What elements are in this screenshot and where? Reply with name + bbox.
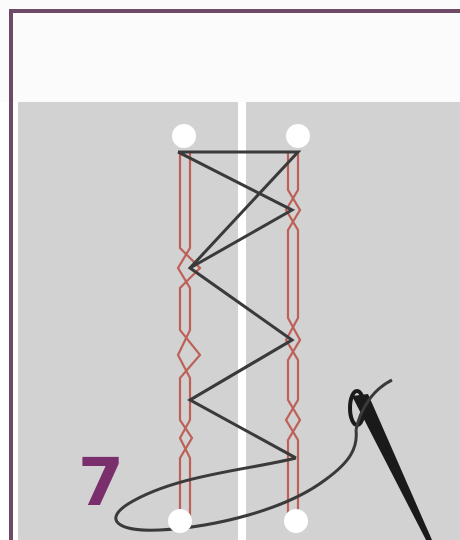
hole-top-right (286, 124, 310, 148)
step-number-label: 7 (78, 444, 124, 521)
fabric-left-panel (18, 102, 238, 540)
hole-bottom-left (168, 509, 192, 533)
hole-top-left (172, 124, 196, 148)
header-band (0, 0, 460, 102)
fabric-right-panel (246, 102, 460, 540)
center-gap-line (238, 102, 246, 540)
hole-bottom-right (284, 509, 308, 533)
